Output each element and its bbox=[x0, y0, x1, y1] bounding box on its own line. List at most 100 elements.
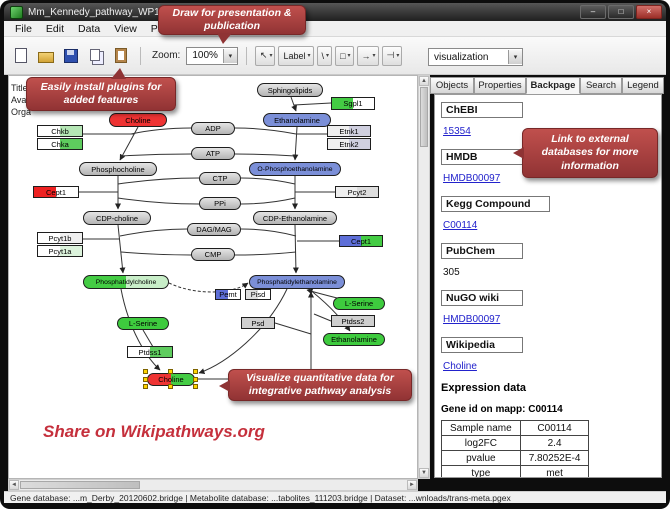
arrow-tool[interactable]: →▾ bbox=[356, 45, 379, 66]
pathway-node-phosphocholine[interactable]: Phosphocholine bbox=[79, 162, 157, 176]
visualization-select[interactable]: visualization ▾ bbox=[428, 48, 523, 66]
horizontal-scrollbar[interactable]: ◄ ► bbox=[8, 479, 418, 491]
pathway-node-dag-mag[interactable]: DAG/MAG bbox=[187, 223, 241, 236]
tab-search[interactable]: Search bbox=[580, 77, 622, 94]
pathway-node-l-serine[interactable]: L-Serine bbox=[333, 297, 385, 310]
tab-legend[interactable]: Legend bbox=[622, 77, 664, 94]
pathway-node-ptdss1[interactable]: Ptdss1 bbox=[127, 346, 173, 358]
label-tool[interactable]: Label▾ bbox=[278, 45, 314, 66]
chevron-down-icon: ▾ bbox=[347, 53, 351, 59]
selection-handle[interactable] bbox=[143, 376, 148, 382]
pathway-canvas[interactable]: Title: Availa Orga Share on Wikipathways… bbox=[8, 75, 418, 479]
open-button[interactable] bbox=[35, 45, 57, 67]
selection-tool[interactable]: ↖▾ bbox=[254, 45, 276, 66]
pathway-node-l-serine[interactable]: L-Serine bbox=[117, 317, 169, 330]
vertical-scrollbar[interactable]: ▲ ▼ bbox=[418, 75, 430, 479]
pathway-node-pcyt2[interactable]: Pcyt2 bbox=[335, 186, 379, 198]
pathway-node-sgpl1[interactable]: Sgpl1 bbox=[331, 97, 375, 110]
scroll-right-icon[interactable]: ► bbox=[407, 480, 417, 490]
shape-tool[interactable]: □▾ bbox=[335, 45, 354, 66]
selection-handle[interactable] bbox=[143, 384, 148, 389]
pathway-node-ethanolamine[interactable]: Ethanolamine bbox=[263, 113, 331, 127]
pathway-node-sphingolipids[interactable]: Sphingolipids bbox=[257, 83, 323, 97]
zoom-select[interactable]: 100% ▾ bbox=[186, 46, 238, 65]
tab-objects[interactable]: Objects bbox=[430, 77, 474, 94]
menu-item-view[interactable]: View bbox=[114, 22, 137, 35]
line-tool[interactable]: \▾ bbox=[316, 45, 333, 66]
toolbar: Zoom: 100% ▾ ↖▾Label▾\▾□▾→▾⊣▾ bbox=[4, 37, 666, 75]
scroll-down-icon[interactable]: ▼ bbox=[419, 468, 429, 478]
pathway-node-chkb[interactable]: Chkb bbox=[37, 125, 83, 137]
selection-handle[interactable] bbox=[193, 369, 198, 374]
close-button[interactable]: × bbox=[636, 5, 662, 19]
menu-item-file[interactable]: File bbox=[15, 22, 32, 35]
selection-handle[interactable] bbox=[168, 369, 173, 374]
selection-handle[interactable] bbox=[193, 376, 198, 382]
tbar-tool[interactable]: ⊣▾ bbox=[381, 45, 403, 66]
pathway-node-chka[interactable]: Chka bbox=[37, 138, 83, 150]
pathway-node-choline[interactable]: Choline bbox=[109, 113, 167, 127]
pathway-node-atp[interactable]: ATP bbox=[191, 147, 235, 160]
pathway-node-cept1[interactable]: Cept1 bbox=[33, 186, 79, 198]
pathway-node-pcyt1a[interactable]: Pcyt1a bbox=[37, 245, 83, 257]
window-controls: – □ × bbox=[580, 5, 662, 19]
expression-data-heading: Expression data bbox=[441, 382, 526, 394]
database-link[interactable]: HMDB00097 bbox=[443, 314, 501, 325]
database-link[interactable]: Choline bbox=[443, 361, 477, 372]
pathway-node-psd[interactable]: Psd bbox=[241, 317, 275, 329]
copy-icon bbox=[89, 48, 100, 61]
database-link[interactable]: C00114 bbox=[443, 220, 478, 231]
callout-pointer-icon bbox=[111, 68, 126, 79]
visualization-value: visualization bbox=[434, 51, 489, 63]
paste-button[interactable] bbox=[110, 45, 132, 67]
toolbar-separator bbox=[245, 46, 247, 65]
callout-draw-text: Draw for presentation & publication bbox=[172, 6, 292, 32]
pathway-node-ethanolamine[interactable]: Ethanolamine bbox=[323, 333, 385, 346]
pathway-node-pemt[interactable]: Pemt bbox=[215, 289, 241, 300]
selection-handle[interactable] bbox=[143, 369, 148, 374]
database-link[interactable]: HMDB00097 bbox=[443, 173, 501, 184]
copy-button[interactable] bbox=[85, 45, 107, 67]
pathway-node-phosphatidylethanolamine[interactable]: Phosphatidylethanolamine bbox=[249, 275, 345, 289]
pathway-node-cmp[interactable]: CMP bbox=[191, 248, 235, 261]
database-link[interactable]: 15354 bbox=[443, 126, 471, 137]
selection-handle[interactable] bbox=[193, 384, 198, 389]
save-icon bbox=[64, 48, 78, 63]
tab-properties[interactable]: Properties bbox=[474, 77, 526, 94]
pathway-node-ppi[interactable]: PPi bbox=[199, 197, 241, 210]
selection-handle[interactable] bbox=[168, 384, 173, 389]
hscroll-thumb[interactable] bbox=[20, 481, 140, 489]
pathway-node-cept1[interactable]: Cept1 bbox=[339, 235, 383, 247]
pathway-node-pisd[interactable]: Pisd bbox=[245, 289, 271, 300]
pathway-node-etnk2[interactable]: Etnk2 bbox=[327, 138, 371, 150]
new-button[interactable] bbox=[10, 45, 32, 67]
pathway-node-ctp[interactable]: CTP bbox=[199, 172, 241, 185]
save-button[interactable] bbox=[60, 45, 82, 67]
pathway-node-etnk1[interactable]: Etnk1 bbox=[327, 125, 371, 137]
scroll-left-icon[interactable]: ◄ bbox=[9, 480, 19, 490]
chevron-down-icon[interactable]: ▾ bbox=[508, 50, 522, 64]
chevron-down-icon[interactable]: ▾ bbox=[222, 48, 237, 63]
tab-backpage[interactable]: Backpage bbox=[526, 77, 580, 94]
scroll-up-icon[interactable]: ▲ bbox=[419, 76, 429, 86]
pathway-node-o-phosphoethanolamine[interactable]: O-Phosphoethanolamine bbox=[249, 162, 341, 176]
menu-item-data[interactable]: Data bbox=[78, 22, 101, 35]
pathway-node-cdp-choline[interactable]: CDP-choline bbox=[83, 211, 151, 225]
gene-id-line: Gene id on mapp: C00114 bbox=[441, 404, 563, 415]
pathway-node-ptdss2[interactable]: Ptdss2 bbox=[331, 315, 375, 327]
table-cell: pvalue bbox=[441, 450, 521, 466]
title-bar[interactable]: Mm_Kennedy_pathway_WP1771_45176.gpml – □… bbox=[4, 3, 666, 21]
pathway-node-phosphatidylcholine[interactable]: Phosphatidylcholine bbox=[83, 275, 169, 289]
table-cell: C00114 bbox=[519, 420, 590, 436]
minimize-button[interactable]: – bbox=[580, 5, 606, 19]
maximize-button[interactable]: □ bbox=[608, 5, 634, 19]
menu-item-edit[interactable]: Edit bbox=[45, 22, 65, 35]
toolbar-tools: ↖▾Label▾\▾□▾→▾⊣▾ bbox=[254, 45, 403, 66]
pathway-node-cdp-ethanolamine[interactable]: CDP-Ethanolamine bbox=[253, 211, 337, 225]
vscroll-thumb[interactable] bbox=[420, 87, 428, 147]
pathway-node-pcyt1b[interactable]: Pcyt1b bbox=[37, 232, 83, 244]
pathway-node-adp[interactable]: ADP bbox=[191, 122, 235, 135]
